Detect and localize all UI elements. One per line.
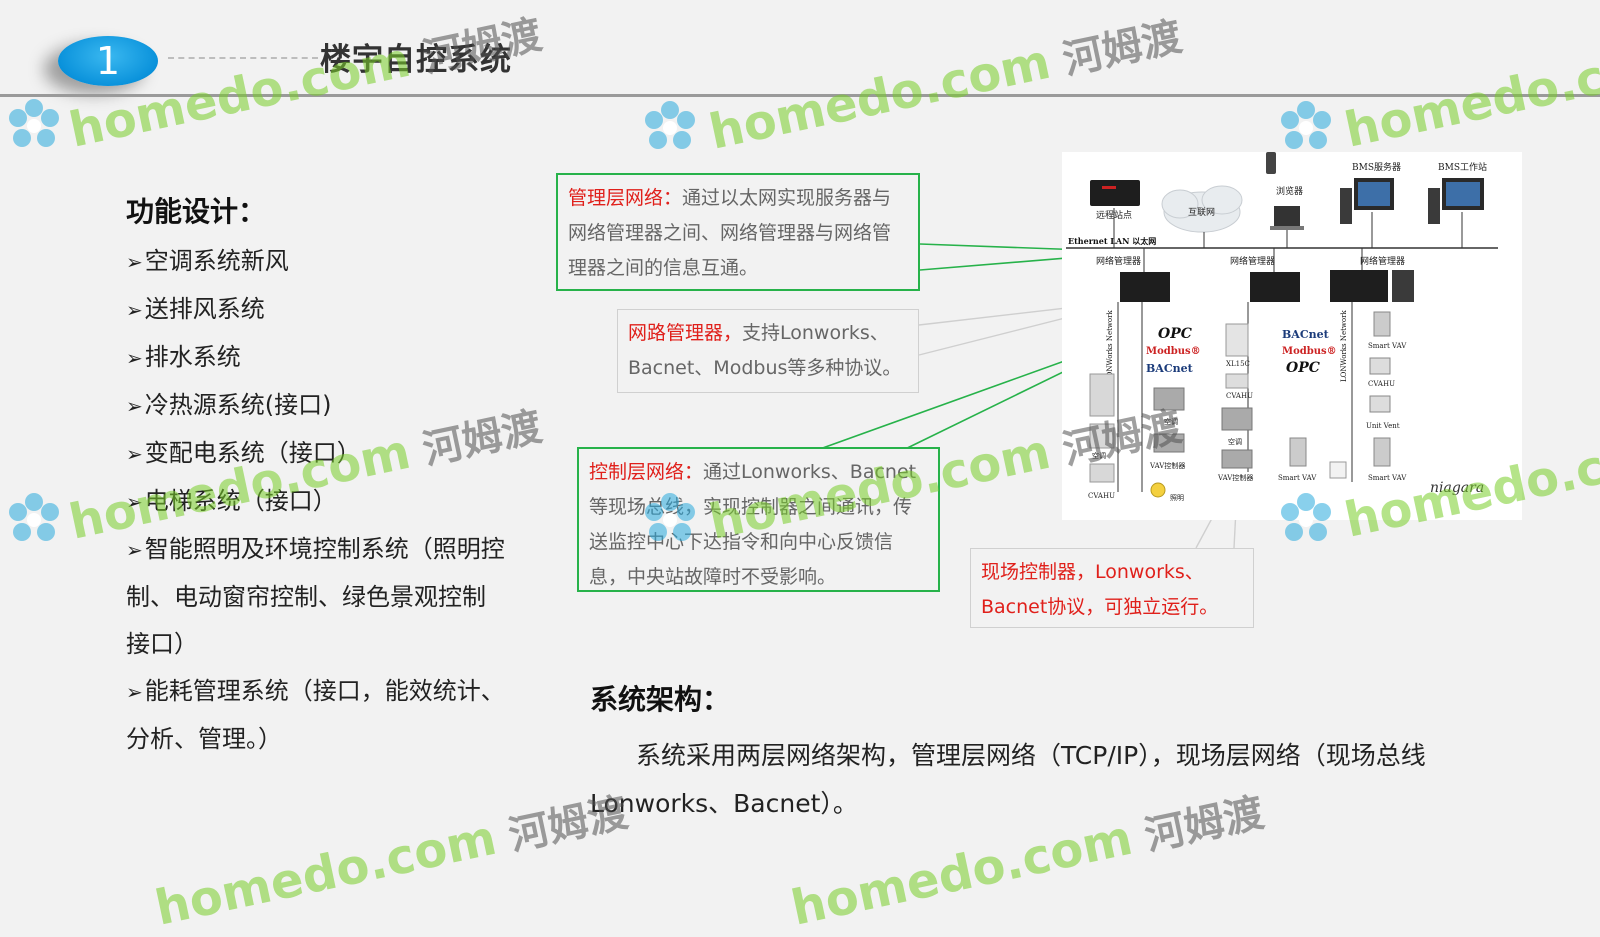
bms-server-label: BMS服务器 xyxy=(1352,161,1401,173)
laptop-base xyxy=(1270,226,1304,230)
bms-workstation-tower xyxy=(1428,188,1440,224)
network-manager-icon xyxy=(1120,272,1170,302)
function-item: 能耗管理系统（接口，能效统计、分析、管理。） xyxy=(126,668,506,763)
smart-vav-label: Smart VAV xyxy=(1368,474,1407,482)
callout-text: 支持Lonworks、Bacnet、Modbus等多种协议。 xyxy=(628,322,902,379)
bms-workstation-screen xyxy=(1446,182,1480,206)
modbus-logo: Modbus® xyxy=(1146,346,1201,357)
callout-management-network: 管理层网络：通过以太网实现服务器与网络管理器之间、网络管理器与网络管理器之间的信… xyxy=(556,173,920,291)
network-manager-icon xyxy=(1250,272,1300,302)
network-manager-module xyxy=(1392,270,1414,302)
bms-server-tower xyxy=(1340,188,1352,224)
ac-controller-icon xyxy=(1089,423,1115,449)
ac-controller-icon xyxy=(1221,407,1253,431)
function-design-heading: 功能设计： xyxy=(126,195,267,228)
network-manager-label: 网络管理器 xyxy=(1096,255,1141,267)
callout-text: 通过以太网实现服务器与网络管理器之间、网络管理器与网络管理器之间的信息互通。 xyxy=(568,187,892,279)
function-item: 送排风系统 xyxy=(126,286,506,334)
smart-vav-icon xyxy=(1289,437,1307,467)
page-title: 楼宇自控系统 xyxy=(320,42,512,78)
callout-control-network: 控制层网络：通过Lonworks、Bacnet等现场总线，实现控制器之间通讯，传… xyxy=(577,447,940,592)
remote-station-led xyxy=(1102,186,1116,189)
vav-controller-icon xyxy=(1153,433,1185,453)
vav-controller-label: VAV控制器 xyxy=(1149,461,1185,470)
architecture-heading: 系统架构： xyxy=(590,683,731,716)
cvahu-controller-icon xyxy=(1089,463,1115,483)
callout-highlight: 网路管理器， xyxy=(628,322,743,344)
function-item: 智能照明及环境控制系统（照明控制、电动窗帘控制、绿色景观控制接口） xyxy=(126,526,506,668)
cvahu-label: CVAHU xyxy=(1226,392,1253,400)
function-item: 冷热源系统(接口) xyxy=(126,382,506,430)
callout-highlight: 控制层网络： xyxy=(589,461,704,483)
cvahu-label: CVAHU xyxy=(1088,492,1115,500)
ac-label: 空调 xyxy=(1092,451,1106,460)
internet-cloud-icon xyxy=(1161,185,1243,233)
xl15c-label: XL15C xyxy=(1226,360,1250,368)
bms-server-screen xyxy=(1358,182,1390,206)
unit-vent-icon xyxy=(1369,395,1391,413)
section-number-badge: 1 xyxy=(58,36,158,86)
function-item: 排水系统 xyxy=(126,334,506,382)
ac-label: 空调 xyxy=(1164,417,1178,426)
phone-icon xyxy=(1266,152,1276,174)
architecture-body: 系统采用两层网络架构，管理层网络（TCP/IP），现场层网络（现场总线Lonwo… xyxy=(590,741,1426,818)
smart-vav-icon xyxy=(1373,437,1391,467)
browser-label: 浏览器 xyxy=(1276,185,1303,197)
callout-highlight: 管理层网络： xyxy=(568,187,683,209)
ethernet-label: Ethernet LAN 以太网 xyxy=(1068,236,1156,246)
lonworks-label: LONWorks Network xyxy=(1340,310,1348,382)
ac-label: 空调 xyxy=(1228,437,1242,446)
opc-logo: OPC xyxy=(1286,360,1320,376)
header-divider xyxy=(0,94,1600,97)
smart-vav-label: Smart VAV xyxy=(1278,474,1317,482)
cvahu-controller-icon xyxy=(1369,357,1391,375)
smart-vav-label: Smart VAV xyxy=(1368,342,1407,350)
bms-workstation-label: BMS工作站 xyxy=(1438,161,1487,173)
header-dash-line xyxy=(168,57,318,59)
remote-station-icon xyxy=(1090,180,1140,206)
xl15c-controller-icon xyxy=(1225,323,1249,357)
callout-network-manager: 网路管理器，支持Lonworks、Bacnet、Modbus等多种协议。 xyxy=(617,309,919,393)
network-architecture-diagram: 远程站点 互联网 浏览器 BMS服务器 BMS工作站 Ethernet LAN … xyxy=(1062,152,1522,520)
device-icon xyxy=(1329,461,1347,479)
callout-field-controller: 现场控制器，Lonworks、Bacnet协议，可独立运行。 xyxy=(970,548,1254,628)
opc-logo: OPC xyxy=(1158,326,1192,342)
function-item: 变配电系统（接口） xyxy=(126,430,506,478)
light-label: 照明 xyxy=(1170,494,1184,502)
function-list: 空调系统新风 送排风系统 排水系统 冷热源系统(接口) 变配电系统（接口） 电梯… xyxy=(126,238,506,763)
cvahu-controller-icon xyxy=(1089,373,1115,417)
light-icon xyxy=(1150,482,1166,498)
smart-vav-icon xyxy=(1373,311,1391,337)
bacnet-logo: BACnet xyxy=(1146,362,1194,375)
niagara-logo: niagara xyxy=(1430,480,1484,496)
bacnet-logo: BACnet xyxy=(1282,328,1330,341)
cvahu-label: CVAHU xyxy=(1368,380,1395,388)
function-item: 电梯系统（接口） xyxy=(126,478,506,526)
network-manager-label: 网络管理器 xyxy=(1360,255,1405,267)
ac-controller-icon xyxy=(1153,387,1185,411)
modbus-logo: Modbus® xyxy=(1282,346,1337,357)
vav-controller-icon xyxy=(1221,449,1253,469)
internet-label: 互联网 xyxy=(1188,207,1215,218)
function-item: 空调系统新风 xyxy=(126,238,506,286)
network-manager-label: 网络管理器 xyxy=(1230,255,1275,267)
lonworks-label: LONWorks Network xyxy=(1106,310,1114,382)
network-manager-icon xyxy=(1330,270,1388,302)
unit-vent-label: Unit Vent xyxy=(1366,422,1400,430)
laptop-icon xyxy=(1274,206,1300,226)
vav-controller-label: VAV控制器 xyxy=(1217,473,1253,482)
cvahu-controller-icon xyxy=(1225,373,1249,389)
